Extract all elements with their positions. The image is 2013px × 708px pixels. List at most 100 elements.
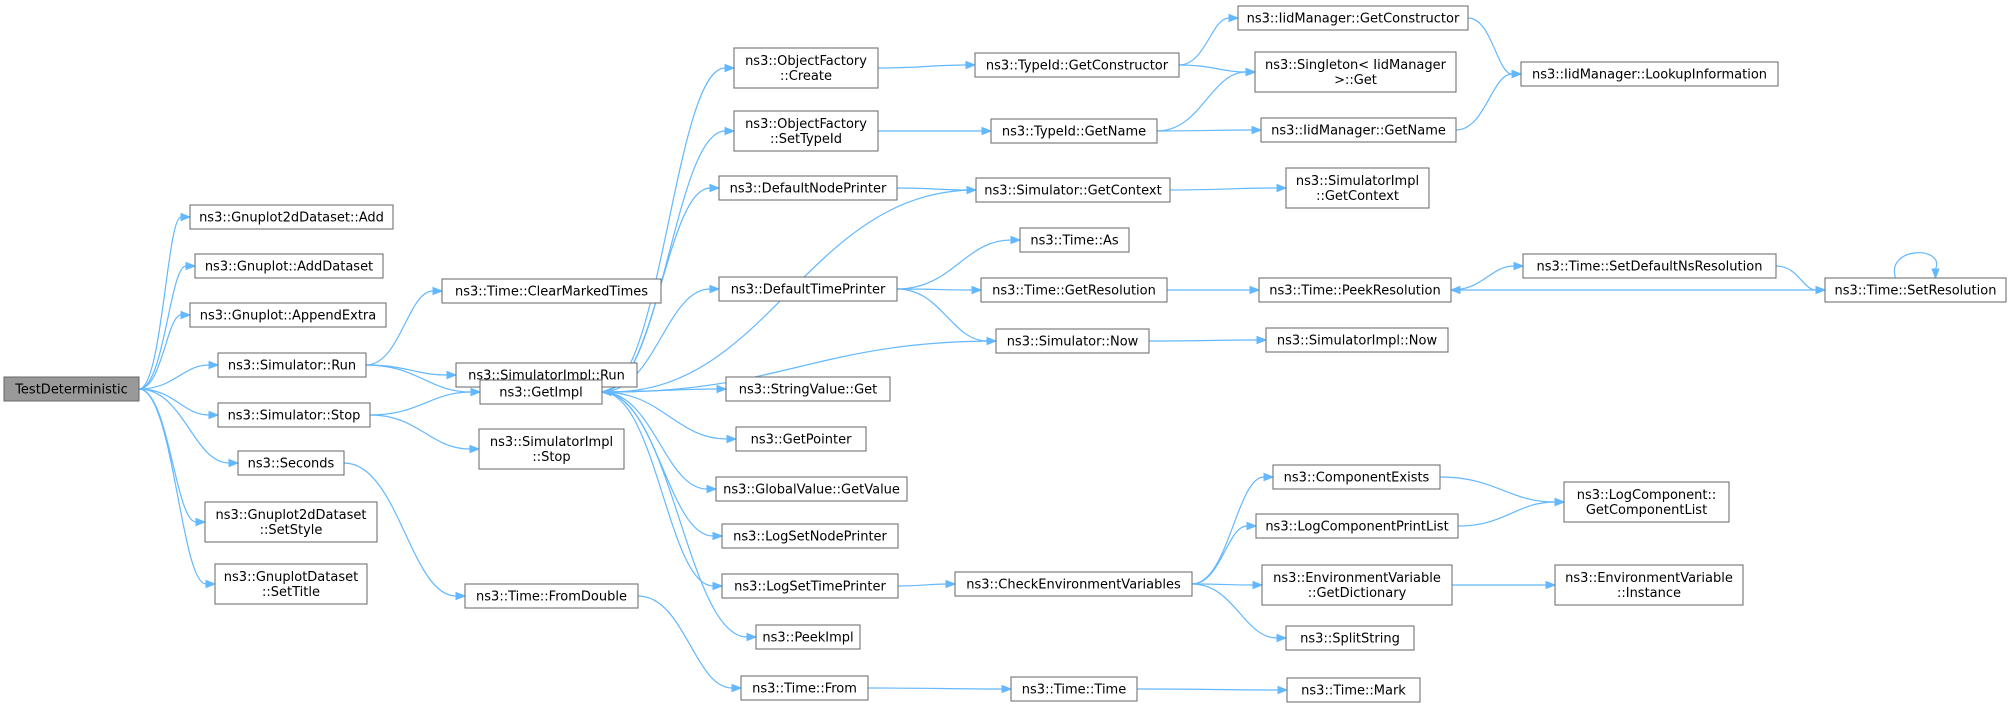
node-time_mark[interactable]: ns3::Time::Mark bbox=[1286, 677, 1421, 703]
node-box[interactable] bbox=[1261, 564, 1453, 606]
node-sim_now[interactable]: ns3::Simulator::Now bbox=[995, 328, 1150, 354]
node-box[interactable] bbox=[1010, 676, 1138, 702]
node-globalvalue_getvalue[interactable]: ns3::GlobalValue::GetValue bbox=[715, 476, 908, 502]
node-label: ns3::ObjectFactory bbox=[745, 117, 867, 132]
node-box[interactable] bbox=[1260, 117, 1457, 143]
node-iid_getname[interactable]: ns3::IidManager::GetName bbox=[1260, 117, 1457, 143]
node-box[interactable] bbox=[980, 277, 1168, 303]
node-box[interactable] bbox=[194, 253, 384, 279]
node-g2d_setstyle[interactable]: ns3::Gnuplot2dDataset::SetStyle bbox=[204, 501, 378, 543]
node-box[interactable] bbox=[464, 583, 639, 609]
node-box[interactable] bbox=[3, 376, 140, 402]
node-box[interactable] bbox=[1272, 464, 1441, 490]
node-box[interactable] bbox=[214, 563, 368, 605]
node-of_create[interactable]: ns3::ObjectFactory::Create bbox=[733, 47, 879, 89]
node-box[interactable] bbox=[478, 428, 625, 470]
node-box[interactable] bbox=[479, 379, 603, 405]
node-box[interactable] bbox=[1522, 253, 1777, 279]
node-iid_getconstructor[interactable]: ns3::IidManager::GetConstructor bbox=[1237, 5, 1469, 31]
node-time_setdefaultnsresolution[interactable]: ns3::Time::SetDefaultNsResolution bbox=[1522, 253, 1777, 279]
node-getpointer[interactable]: ns3::GetPointer bbox=[735, 426, 867, 452]
node-time_time[interactable]: ns3::Time::Time bbox=[1010, 676, 1138, 702]
node-box[interactable] bbox=[1824, 277, 2007, 303]
node-defaultnodeprinter[interactable]: ns3::DefaultNodePrinter bbox=[718, 175, 898, 201]
node-componentexists[interactable]: ns3::ComponentExists bbox=[1272, 464, 1441, 490]
node-typeid_getconstructor[interactable]: ns3::TypeId::GetConstructor bbox=[974, 52, 1180, 78]
node-box[interactable] bbox=[189, 204, 394, 230]
node-box[interactable] bbox=[217, 352, 367, 378]
node-box[interactable] bbox=[1265, 327, 1449, 353]
node-box[interactable] bbox=[733, 47, 879, 89]
node-box[interactable] bbox=[954, 571, 1193, 597]
node-box[interactable] bbox=[1019, 227, 1130, 253]
node-typeid_getname[interactable]: ns3::TypeId::GetName bbox=[990, 118, 1158, 144]
node-box[interactable] bbox=[237, 450, 345, 476]
node-simimpl_stop[interactable]: ns3::SimulatorImpl::Stop bbox=[478, 428, 625, 470]
node-seconds[interactable]: ns3::Seconds bbox=[237, 450, 345, 476]
node-time_from[interactable]: ns3::Time::From bbox=[740, 675, 869, 701]
node-gds_settitle[interactable]: ns3::GnuplotDataset::SetTitle bbox=[214, 563, 368, 605]
node-box[interactable] bbox=[1563, 481, 1730, 523]
node-getimpl[interactable]: ns3::GetImpl bbox=[479, 379, 603, 405]
node-simimpl_getcontext[interactable]: ns3::SimulatorImpl::GetContext bbox=[1285, 167, 1430, 209]
node-simimpl_now[interactable]: ns3::SimulatorImpl::Now bbox=[1265, 327, 1449, 353]
node-box[interactable] bbox=[715, 476, 908, 502]
node-logsetnodeprinter[interactable]: ns3::LogSetNodePrinter bbox=[721, 523, 899, 549]
node-label: ns3::Gnuplot2dDataset::Add bbox=[199, 211, 384, 226]
node-box[interactable] bbox=[1285, 625, 1415, 651]
node-logsettimeprinter[interactable]: ns3::LogSetTimePrinter bbox=[721, 573, 899, 599]
node-gnuplot2d_add[interactable]: ns3::Gnuplot2dDataset::Add bbox=[189, 204, 394, 230]
node-box[interactable] bbox=[217, 402, 371, 428]
node-box[interactable] bbox=[721, 573, 899, 599]
node-box[interactable] bbox=[733, 110, 879, 152]
node-box[interactable] bbox=[1286, 677, 1421, 703]
node-box[interactable] bbox=[995, 328, 1150, 354]
node-gnuplot_appendextra[interactable]: ns3::Gnuplot::AppendExtra bbox=[189, 302, 387, 328]
node-box[interactable] bbox=[1237, 5, 1469, 31]
node-box[interactable] bbox=[990, 118, 1158, 144]
node-time_clearmarked[interactable]: ns3::Time::ClearMarkedTimes bbox=[441, 278, 662, 304]
node-sim_run[interactable]: ns3::Simulator::Run bbox=[217, 352, 367, 378]
node-box[interactable] bbox=[721, 523, 899, 549]
node-envvar_instance[interactable]: ns3::EnvironmentVariable::Instance bbox=[1554, 564, 1744, 606]
node-defaulttimeprinter[interactable]: ns3::DefaultTimePrinter bbox=[718, 276, 898, 302]
node-logcomponent_getcomponentlist[interactable]: ns3::LogComponent::GetComponentList bbox=[1563, 481, 1730, 523]
node-iid_lookupinformation[interactable]: ns3::IidManager::LookupInformation bbox=[1520, 61, 1779, 87]
node-logcomponentprintlist[interactable]: ns3::LogComponentPrintList bbox=[1255, 513, 1459, 539]
node-singleton_get[interactable]: ns3::Singleton< IidManager>::Get bbox=[1254, 51, 1457, 93]
node-box[interactable] bbox=[1258, 277, 1452, 303]
node-stringvalue_get[interactable]: ns3::StringValue::Get bbox=[725, 376, 891, 402]
node-checkenv[interactable]: ns3::CheckEnvironmentVariables bbox=[954, 571, 1193, 597]
node-time_getresolution[interactable]: ns3::Time::GetResolution bbox=[980, 277, 1168, 303]
node-box[interactable] bbox=[725, 376, 891, 402]
node-box[interactable] bbox=[974, 52, 1180, 78]
node-box[interactable] bbox=[1254, 51, 1457, 93]
node-box[interactable] bbox=[755, 624, 861, 650]
node-time_as[interactable]: ns3::Time::As bbox=[1019, 227, 1130, 253]
node-time_setresolution[interactable]: ns3::Time::SetResolution bbox=[1824, 277, 2007, 303]
node-box[interactable] bbox=[1255, 513, 1459, 539]
node-peekimpl[interactable]: ns3::PeekImpl bbox=[755, 624, 861, 650]
node-gnuplot_adddataset[interactable]: ns3::Gnuplot::AddDataset bbox=[194, 253, 384, 279]
node-box[interactable] bbox=[975, 177, 1171, 203]
node-splitstring[interactable]: ns3::SplitString bbox=[1285, 625, 1415, 651]
node-box[interactable] bbox=[735, 426, 867, 452]
node-time_peekresolution[interactable]: ns3::Time::PeekResolution bbox=[1258, 277, 1452, 303]
node-box[interactable] bbox=[1520, 61, 1779, 87]
node-box[interactable] bbox=[1554, 564, 1744, 606]
node-box[interactable] bbox=[740, 675, 869, 701]
node-box[interactable] bbox=[718, 175, 898, 201]
node-box[interactable] bbox=[1285, 167, 1430, 209]
node-envvar_getdictionary[interactable]: ns3::EnvironmentVariable::GetDictionary bbox=[1261, 564, 1453, 606]
node-sim_stop[interactable]: ns3::Simulator::Stop bbox=[217, 402, 371, 428]
node-of_settypeid[interactable]: ns3::ObjectFactory::SetTypeId bbox=[733, 110, 879, 152]
edge-getimpl-to-peekimpl bbox=[601, 391, 758, 642]
node-box[interactable] bbox=[718, 276, 898, 302]
node-root[interactable]: TestDeterministic bbox=[3, 376, 140, 402]
node-time_fromdouble[interactable]: ns3::Time::FromDouble bbox=[464, 583, 639, 609]
node-sim_getcontext[interactable]: ns3::Simulator::GetContext bbox=[975, 177, 1171, 203]
node-box[interactable] bbox=[189, 302, 387, 328]
node-box[interactable] bbox=[204, 501, 378, 543]
node-box[interactable] bbox=[441, 278, 662, 304]
